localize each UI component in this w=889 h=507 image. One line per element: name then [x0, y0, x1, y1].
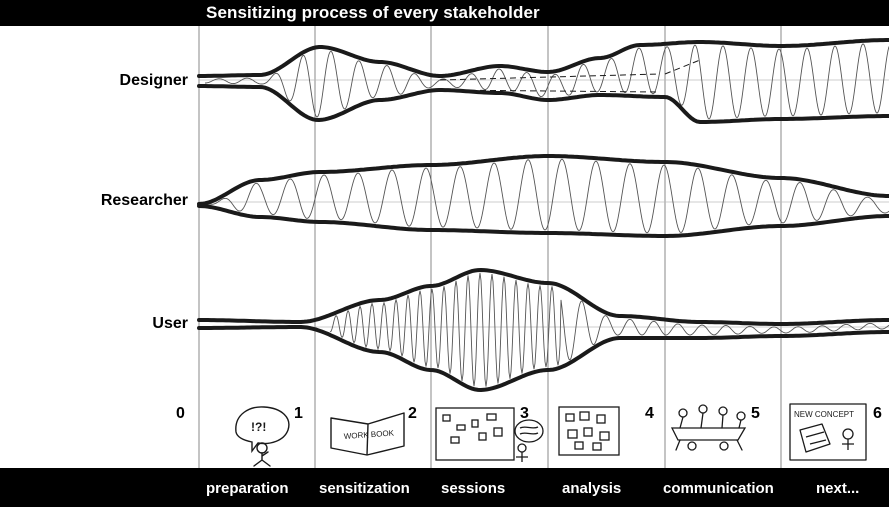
phase-label-next: next...	[816, 480, 860, 497]
meeting-sketch	[670, 404, 747, 451]
step-number-6: 6	[873, 405, 882, 422]
ribbon-top-edge-user	[197, 267, 889, 326]
step-number-1: 1	[294, 405, 303, 422]
confused-person-sketch: !?!	[235, 406, 290, 467]
ribbon-bottom-edge-designer	[197, 84, 889, 124]
phase-label-analysis: analysis	[562, 480, 622, 497]
ribbon-wave-researcher	[204, 158, 889, 234]
session-board-sketch	[435, 407, 544, 462]
new-concept-text: NEW CONCEPT	[794, 410, 854, 419]
phase-label-sensitization: sensitization	[319, 480, 410, 497]
step-number-3: 3	[520, 405, 529, 422]
ribbon-wave-designer	[205, 43, 889, 120]
stakeholder-ribbons	[197, 38, 889, 393]
ribbon-wave-user	[329, 272, 889, 387]
phase-label-sessions: sessions	[441, 480, 506, 497]
title-bar: Sensitizing process of every stakeholder	[0, 0, 889, 26]
step-number-4: 4	[645, 405, 654, 422]
ribbon-designer	[197, 38, 889, 124]
ribbon-top-edge-researcher	[197, 154, 889, 206]
phase-bar: preparation sensitization sessions analy…	[0, 468, 889, 507]
workbook-text: WORK BOOK	[344, 428, 395, 441]
ribbon-user	[197, 267, 889, 393]
phase-label-communication: communication	[663, 480, 774, 497]
row-label-designer: Designer	[119, 72, 188, 89]
designer-dashed-lines	[439, 59, 701, 93]
step-number-5: 5	[751, 405, 760, 422]
ribbon-bottom-edge-researcher	[197, 204, 889, 238]
workbook-sketch: WORK BOOK	[330, 412, 405, 456]
step-number-0: 0	[176, 405, 185, 422]
row-label-user: User	[152, 315, 188, 332]
analysis-board-sketch	[558, 406, 620, 456]
row-label-researcher: Researcher	[100, 192, 188, 209]
ribbon-researcher	[197, 154, 889, 238]
ribbon-bottom-edge-user	[197, 325, 889, 393]
step-number-2: 2	[408, 405, 417, 422]
ribbon-top-edge-designer	[197, 38, 889, 78]
phase-label-preparation: preparation	[206, 480, 289, 497]
sketches: !?! WORK BOOK	[235, 403, 867, 467]
diagram-title: Sensitizing process of every stakeholder	[206, 3, 540, 22]
bubble-text: !?!	[251, 420, 266, 434]
new-concept-sketch: NEW CONCEPT	[789, 403, 867, 461]
